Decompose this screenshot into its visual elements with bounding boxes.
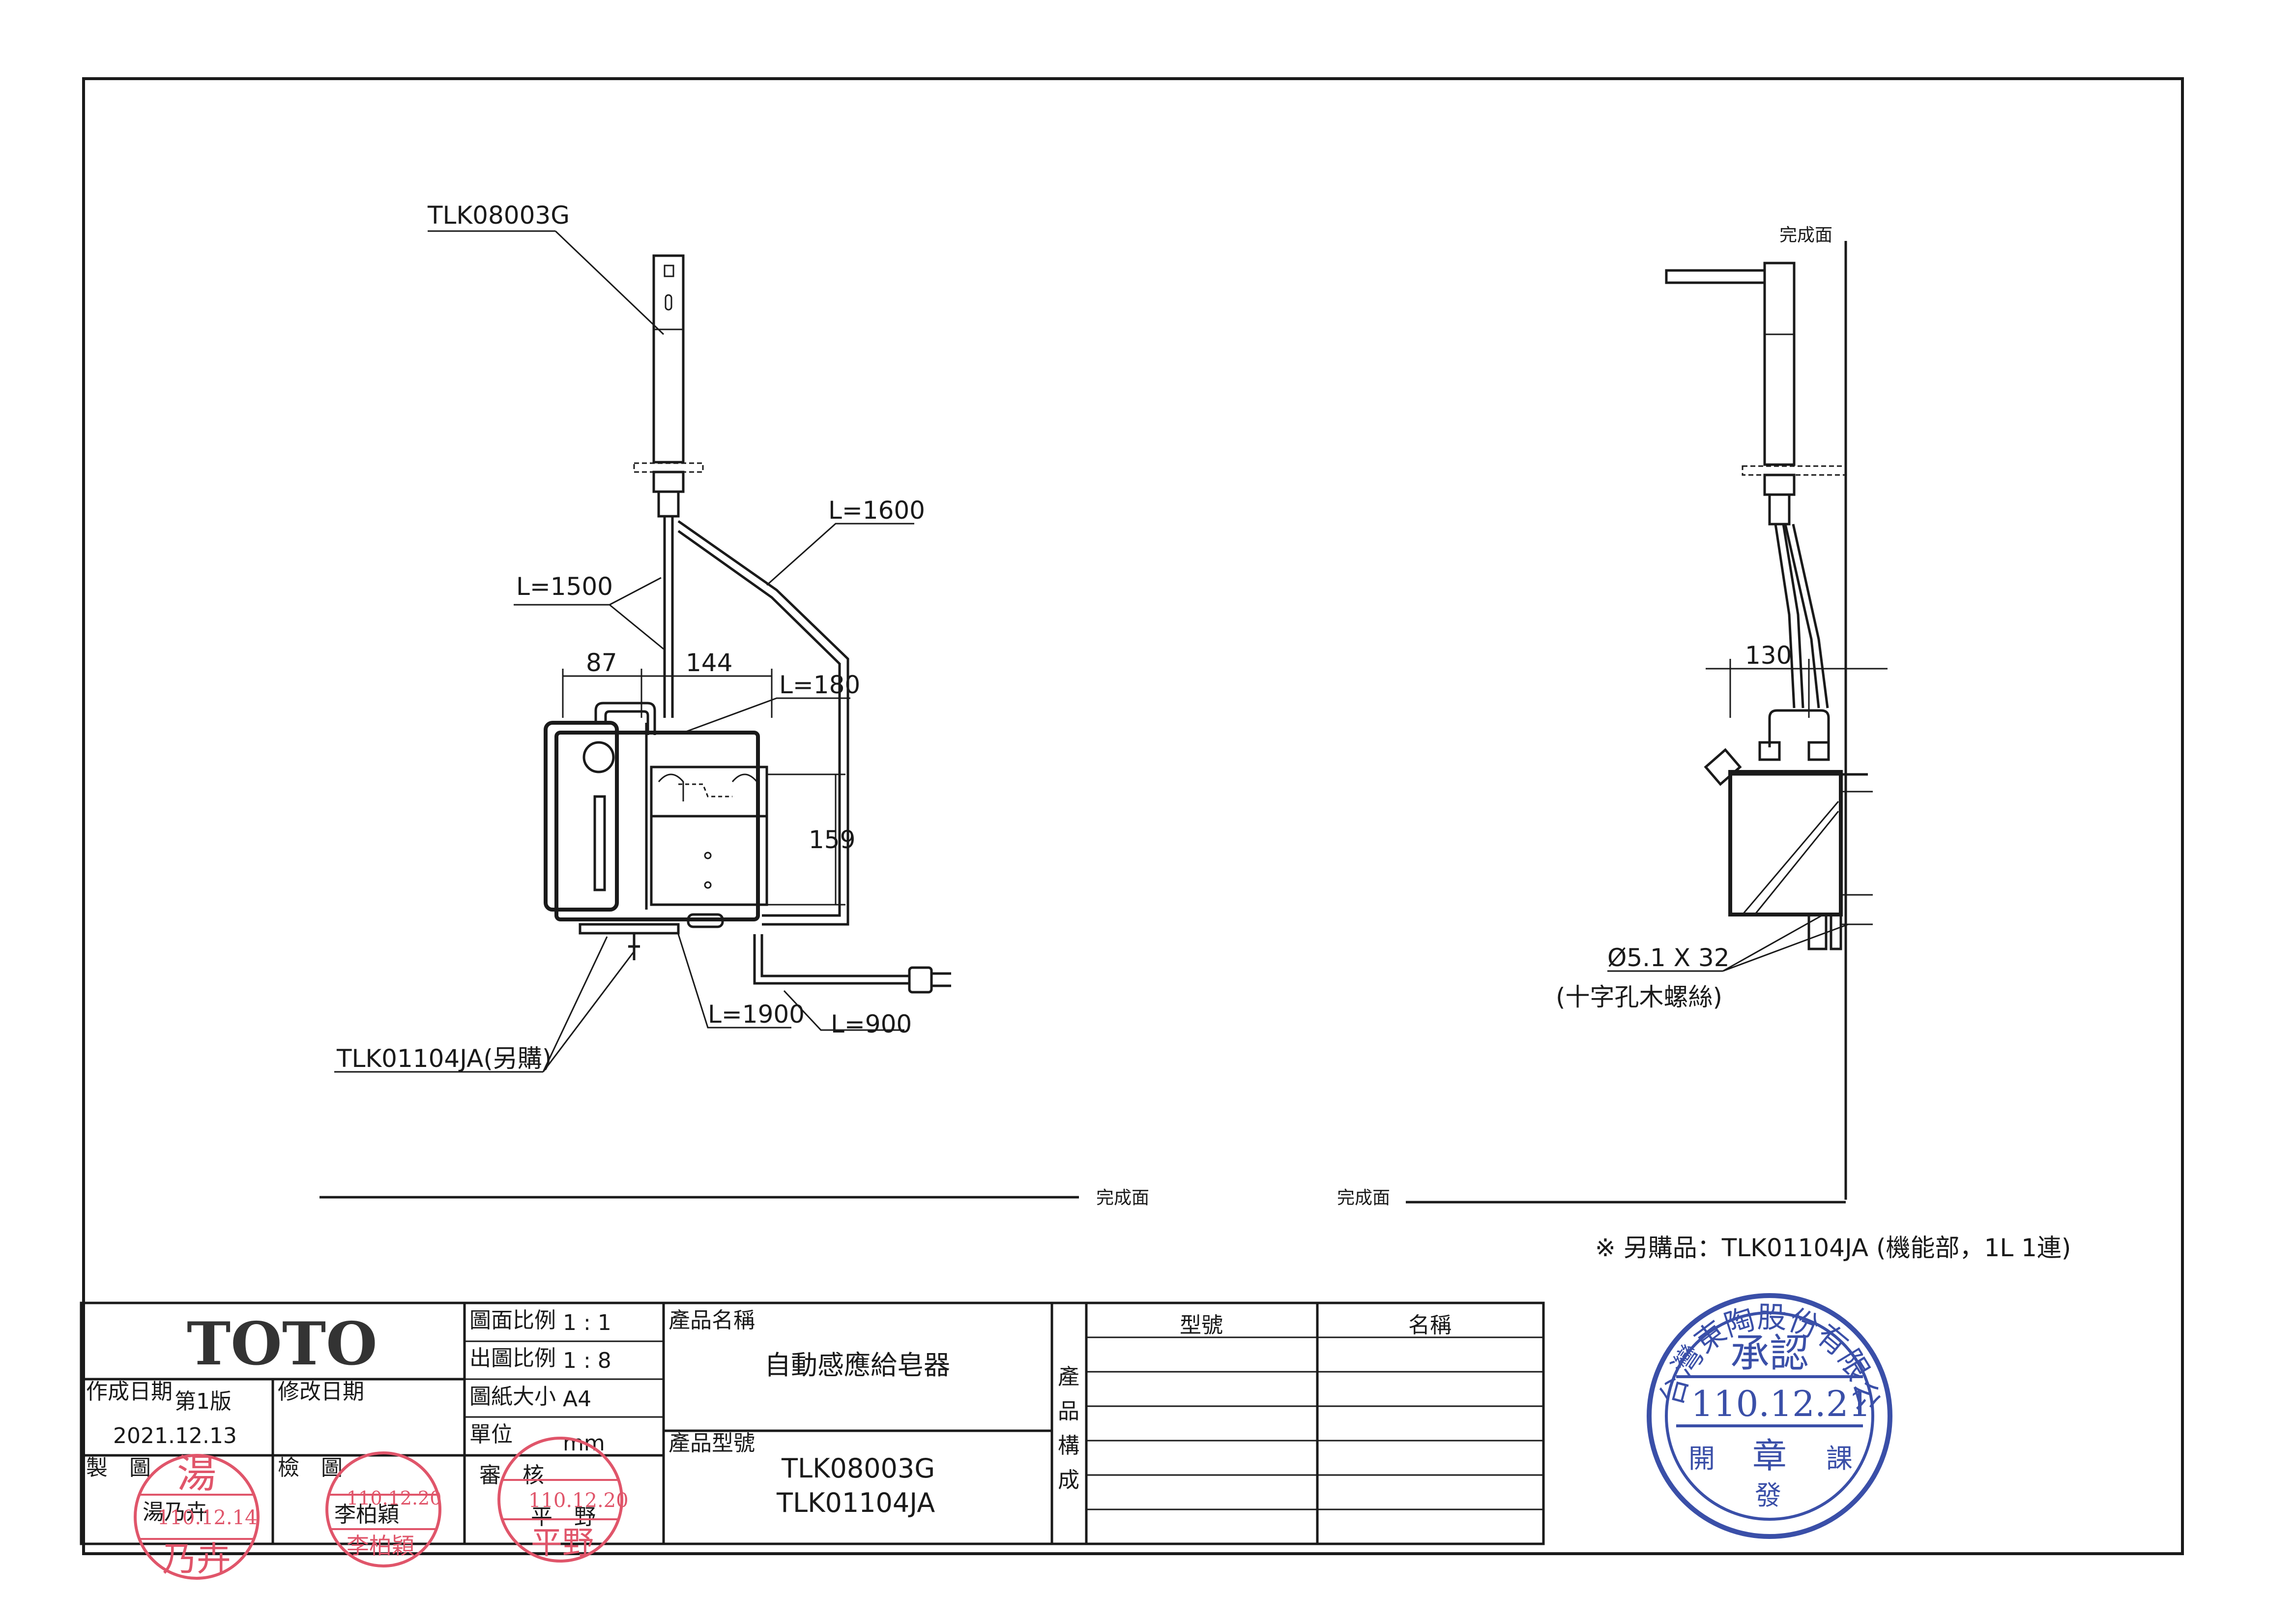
finish-surface-label-side: 完成面 <box>1337 1188 1390 1208</box>
svg-text:110.12.20: 110.12.20 <box>347 1487 441 1509</box>
dimension-lines <box>334 230 914 1073</box>
checked-label: 檢 圖 <box>278 1455 343 1480</box>
composition-label-1: 產 <box>1058 1364 1079 1389</box>
toto-logo: TOTO <box>187 1309 378 1379</box>
review-label: 審 核 <box>479 1463 544 1488</box>
drawn-label: 製 圖 <box>86 1455 151 1480</box>
drawn-by: 湯乃卉 <box>143 1500 207 1525</box>
side-unit-box <box>1704 709 1873 950</box>
finish-surface-label-wall: 完成面 <box>1779 225 1832 245</box>
power-cord <box>753 934 951 994</box>
length-label-900: L=900 <box>831 1010 912 1038</box>
composition-label-3: 構 <box>1058 1433 1079 1458</box>
side-hoses <box>1774 524 1829 709</box>
unit-label: 單位 <box>469 1422 513 1447</box>
composition-label-2: 品 <box>1058 1399 1079 1424</box>
svg-text:承認: 承認 <box>1730 1330 1809 1376</box>
dimension-label-130: 130 <box>1745 641 1792 670</box>
screw-size-label: Ø5.1 X 32 <box>1607 944 1730 972</box>
approval-stamp: 台灣東陶股份有限公司 承認 110.12.21 章 開 發 課 <box>0 0 1892 1539</box>
svg-text:平野: 平野 <box>531 1525 594 1562</box>
composition-label-4: 成 <box>1058 1468 1079 1493</box>
name-column-header: 名稱 <box>1408 1313 1452 1338</box>
length-label-1900: L=1900 <box>708 1000 805 1029</box>
drawing-frame <box>82 77 2184 1555</box>
svg-text:乃卉: 乃卉 <box>162 1539 231 1579</box>
paper-size-value: A4 <box>563 1387 591 1412</box>
function-unit-box <box>544 702 768 960</box>
faucet-model-label: TLK08003G <box>427 201 570 230</box>
review-stamp: 110.12.20 平野 <box>497 1437 629 1563</box>
output-scale-value: 1 : 8 <box>563 1348 611 1373</box>
created-date-label: 作成日期 <box>86 1379 173 1404</box>
side-faucet <box>1665 262 1847 526</box>
svg-text:110.12.20: 110.12.20 <box>528 1489 629 1512</box>
version-label: 第1版 <box>174 1389 232 1414</box>
unit-model-label: TLK01104JA(另購) <box>336 1044 552 1073</box>
length-label-180: L=180 <box>779 671 860 699</box>
svg-text:李柏穎: 李柏穎 <box>347 1533 414 1559</box>
faucet-body <box>633 254 704 518</box>
product-name-label: 產品名稱 <box>668 1308 755 1333</box>
dimension-label-144: 144 <box>686 649 732 677</box>
front-view: TLK08003G L=1500 L=1600 L=180 L=1900 L=9… <box>334 201 951 1073</box>
review-by: 平 野 <box>531 1505 596 1530</box>
dimension-label-87: 87 <box>586 649 617 677</box>
svg-text:110.12.14: 110.12.14 <box>157 1506 258 1529</box>
hose-l1500 <box>663 516 674 718</box>
paper-size-label: 圖紙大小 <box>469 1384 556 1409</box>
dimension-label-159: 159 <box>809 826 855 854</box>
separate-purchase-note: ※ 另購品：TLK01104JA (機能部，1L 1連) <box>1595 1234 2071 1262</box>
modified-date-label: 修改日期 <box>278 1379 364 1404</box>
cable-l1600 <box>677 520 849 926</box>
checked-by: 李柏穎 <box>334 1502 399 1527</box>
svg-text:章: 章 <box>1752 1436 1787 1476</box>
model-column-header: 型號 <box>1180 1313 1223 1338</box>
output-scale-label: 出圖比例 <box>469 1346 556 1371</box>
product-name: 自動感應給皂器 <box>764 1350 950 1381</box>
drawn-stamp: 湯 110.12.14 乃卉 <box>134 1451 260 1580</box>
side-view: 完成面 完成面 <box>1337 225 1888 1208</box>
length-label-1600: L=1600 <box>828 496 925 525</box>
product-no-1: TLK08003G <box>781 1453 935 1484</box>
svg-text:課: 課 <box>1826 1443 1853 1474</box>
product-no-label: 產品型號 <box>668 1431 755 1456</box>
svg-text:開: 開 <box>1688 1443 1715 1474</box>
svg-text:110.12.21: 110.12.21 <box>1691 1383 1871 1424</box>
created-date-value: 2021.12.13 <box>113 1423 237 1448</box>
product-no-2: TLK01104JA <box>776 1487 935 1518</box>
svg-text:湯: 湯 <box>177 1451 216 1497</box>
svg-text:發: 發 <box>1755 1480 1781 1511</box>
length-label-1500: L=1500 <box>516 572 613 601</box>
screw-type-label: (十字孔木螺絲) <box>1556 983 1722 1011</box>
drawing-scale-label: 圖面比例 <box>469 1308 556 1333</box>
finish-surface-label-front: 完成面 <box>1096 1188 1149 1208</box>
drawing-scale-value: 1 : 1 <box>563 1310 611 1335</box>
checked-stamp: 110.12.20 李柏穎 <box>325 1451 441 1567</box>
